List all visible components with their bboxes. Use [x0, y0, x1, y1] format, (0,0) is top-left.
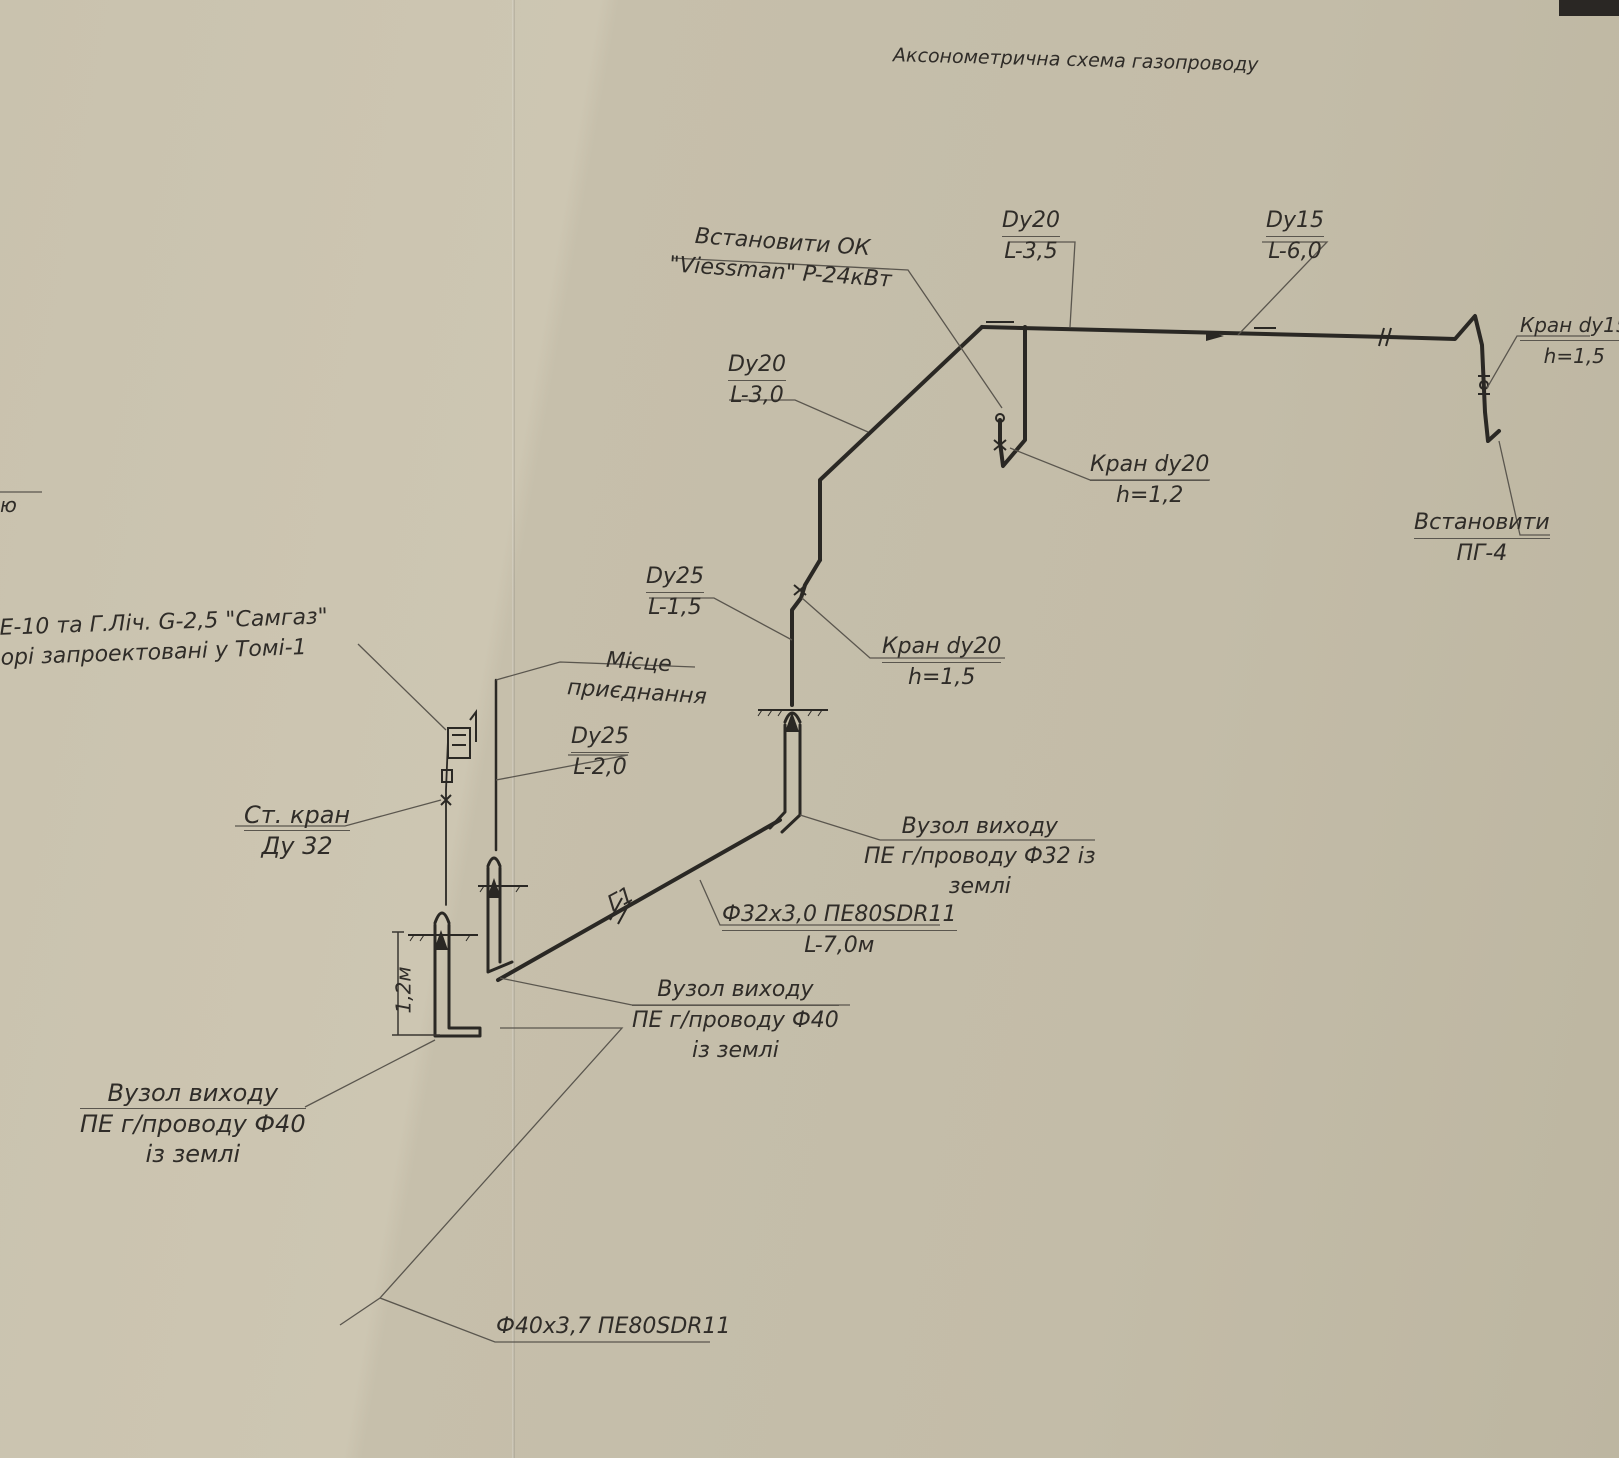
outlet40b-cap — [433, 911, 451, 925]
ground-ticks — [409, 709, 823, 942]
label-dy20-l35: Dy20 L-3,5 — [1002, 206, 1060, 267]
label-depth: 1,2м — [391, 966, 416, 1014]
label-l30: L-3,0 — [730, 383, 784, 408]
label-pipe40: Ф40х3,7 ПЕ80SDR11 — [496, 1314, 731, 1339]
label-l35: L-3,5 — [1004, 239, 1058, 264]
flow-arrows — [434, 331, 1224, 950]
label-outlet40b-line2: ПЕ г/проводу Ф40 — [80, 1110, 306, 1138]
label-outlet32-line3: землі — [948, 874, 1011, 899]
label-outlet32: Вузол виходу ПЕ г/проводу Ф32 із землі — [864, 812, 1096, 902]
pipe-dy25-riser — [790, 558, 822, 707]
depth-dimension — [392, 931, 440, 1036]
label-pipe32: Ф32х3,0 ПЕ80SDR11 L-7,0м — [722, 900, 957, 961]
label-outlet40b-line1: Вузол виходу — [80, 1078, 306, 1109]
pipe-dy20-horizontal — [980, 325, 1390, 339]
outlet40-cap — [486, 856, 502, 868]
label-du32: Ду 32 — [261, 832, 333, 860]
label-outlet32-line2: ПЕ г/проводу Ф32 із — [864, 844, 1096, 869]
g1-break — [609, 897, 631, 925]
label-outlet32-line1: Вузол виходу — [901, 814, 1058, 839]
label-l60: L-6,0 — [1268, 239, 1322, 264]
label-valve-dy20-b: Кран dy20 h=1,5 — [882, 632, 1002, 693]
label-outlet40b: Вузол виходу ПЕ г/проводу Ф40 із землі — [80, 1078, 306, 1169]
label-l15: L-1,5 — [648, 595, 702, 620]
label-l20: L-2,0 — [573, 755, 627, 780]
label-dy25-a: Dy25 — [646, 562, 704, 593]
wall-marks — [986, 321, 1276, 335]
label-h15-a: h=1,5 — [1543, 344, 1605, 368]
label-dy20-a: Dy20 — [1002, 206, 1060, 237]
label-left-edge: ю — [0, 493, 17, 517]
label-valve-dy20-b-name: Кран dy20 — [882, 632, 1002, 663]
label-dy20-b: Dy20 — [728, 350, 786, 381]
label-outlet40-line2: ПЕ г/проводу Ф40 — [632, 1008, 839, 1033]
label-outlet40: Вузол виходу ПЕ г/проводу Ф40 із землі — [632, 975, 839, 1066]
outlet40b-sleeve — [433, 923, 482, 1038]
label-dy25-l20: Dy25 L-2,0 — [571, 722, 629, 783]
outlet40-sleeve — [486, 866, 514, 974]
meter-block — [440, 709, 477, 806]
label-dy20-l30: Dy20 L-3,0 — [728, 350, 786, 411]
pipe-drop-valve — [998, 325, 1027, 468]
label-install-pg4-line2: ПГ-4 — [1456, 541, 1508, 566]
label-outlet40-line1: Вузол виходу — [632, 975, 839, 1006]
label-outlet40b-line3: із землі — [145, 1140, 241, 1168]
label-valve-dy15: Кран dy15 h=1,5 — [1520, 310, 1619, 371]
label-install-pg4-line1: Встановити — [1414, 508, 1550, 539]
label-h15-b: h=1,5 — [908, 665, 976, 690]
valve-symbols — [793, 375, 1490, 596]
label-install-pg4: Встановити ПГ-4 — [1414, 508, 1550, 569]
outlet32-sleeve — [768, 723, 802, 834]
corner-shadow — [1559, 0, 1619, 16]
label-valve-dy20-a: Кран dy20 h=1,2 — [1090, 450, 1210, 511]
label-valve-dy15-name: Кран dy15 — [1520, 310, 1619, 341]
meter-riser — [445, 739, 449, 906]
paper-fold — [512, 0, 515, 1458]
label-outlet40-line3: із землі — [692, 1038, 779, 1063]
label-pipe32-length: L-7,0м — [804, 933, 875, 958]
label-meter-note: Е-10 та Г.Ліч. G-2,5 "Самгаз" орі запрое… — [0, 602, 329, 673]
label-pipe32-spec: Ф32х3,0 ПЕ80SDR11 — [722, 900, 957, 931]
label-st-valve: Ст. кран Ду 32 — [244, 800, 351, 861]
pipe-dy15 — [1386, 314, 1501, 443]
label-h12: h=1,2 — [1116, 483, 1184, 508]
leader-lines — [0, 241, 1590, 1343]
label-valve-dy20-a-name: Кран dy20 — [1090, 450, 1210, 481]
label-dy25-b: Dy25 — [571, 722, 629, 753]
pipe-pe32 — [496, 818, 782, 982]
label-st-valve-name: Ст. кран — [244, 801, 351, 831]
label-dy15: Dy15 — [1266, 206, 1324, 237]
break-mark — [1378, 327, 1392, 347]
label-connection-point: Місце приєднання — [566, 643, 710, 713]
pipe-dy20-diagonal — [818, 325, 984, 562]
label-dy25-l15: Dy25 L-1,5 — [646, 562, 704, 623]
label-dy15-l60: Dy15 L-6,0 — [1266, 206, 1324, 267]
